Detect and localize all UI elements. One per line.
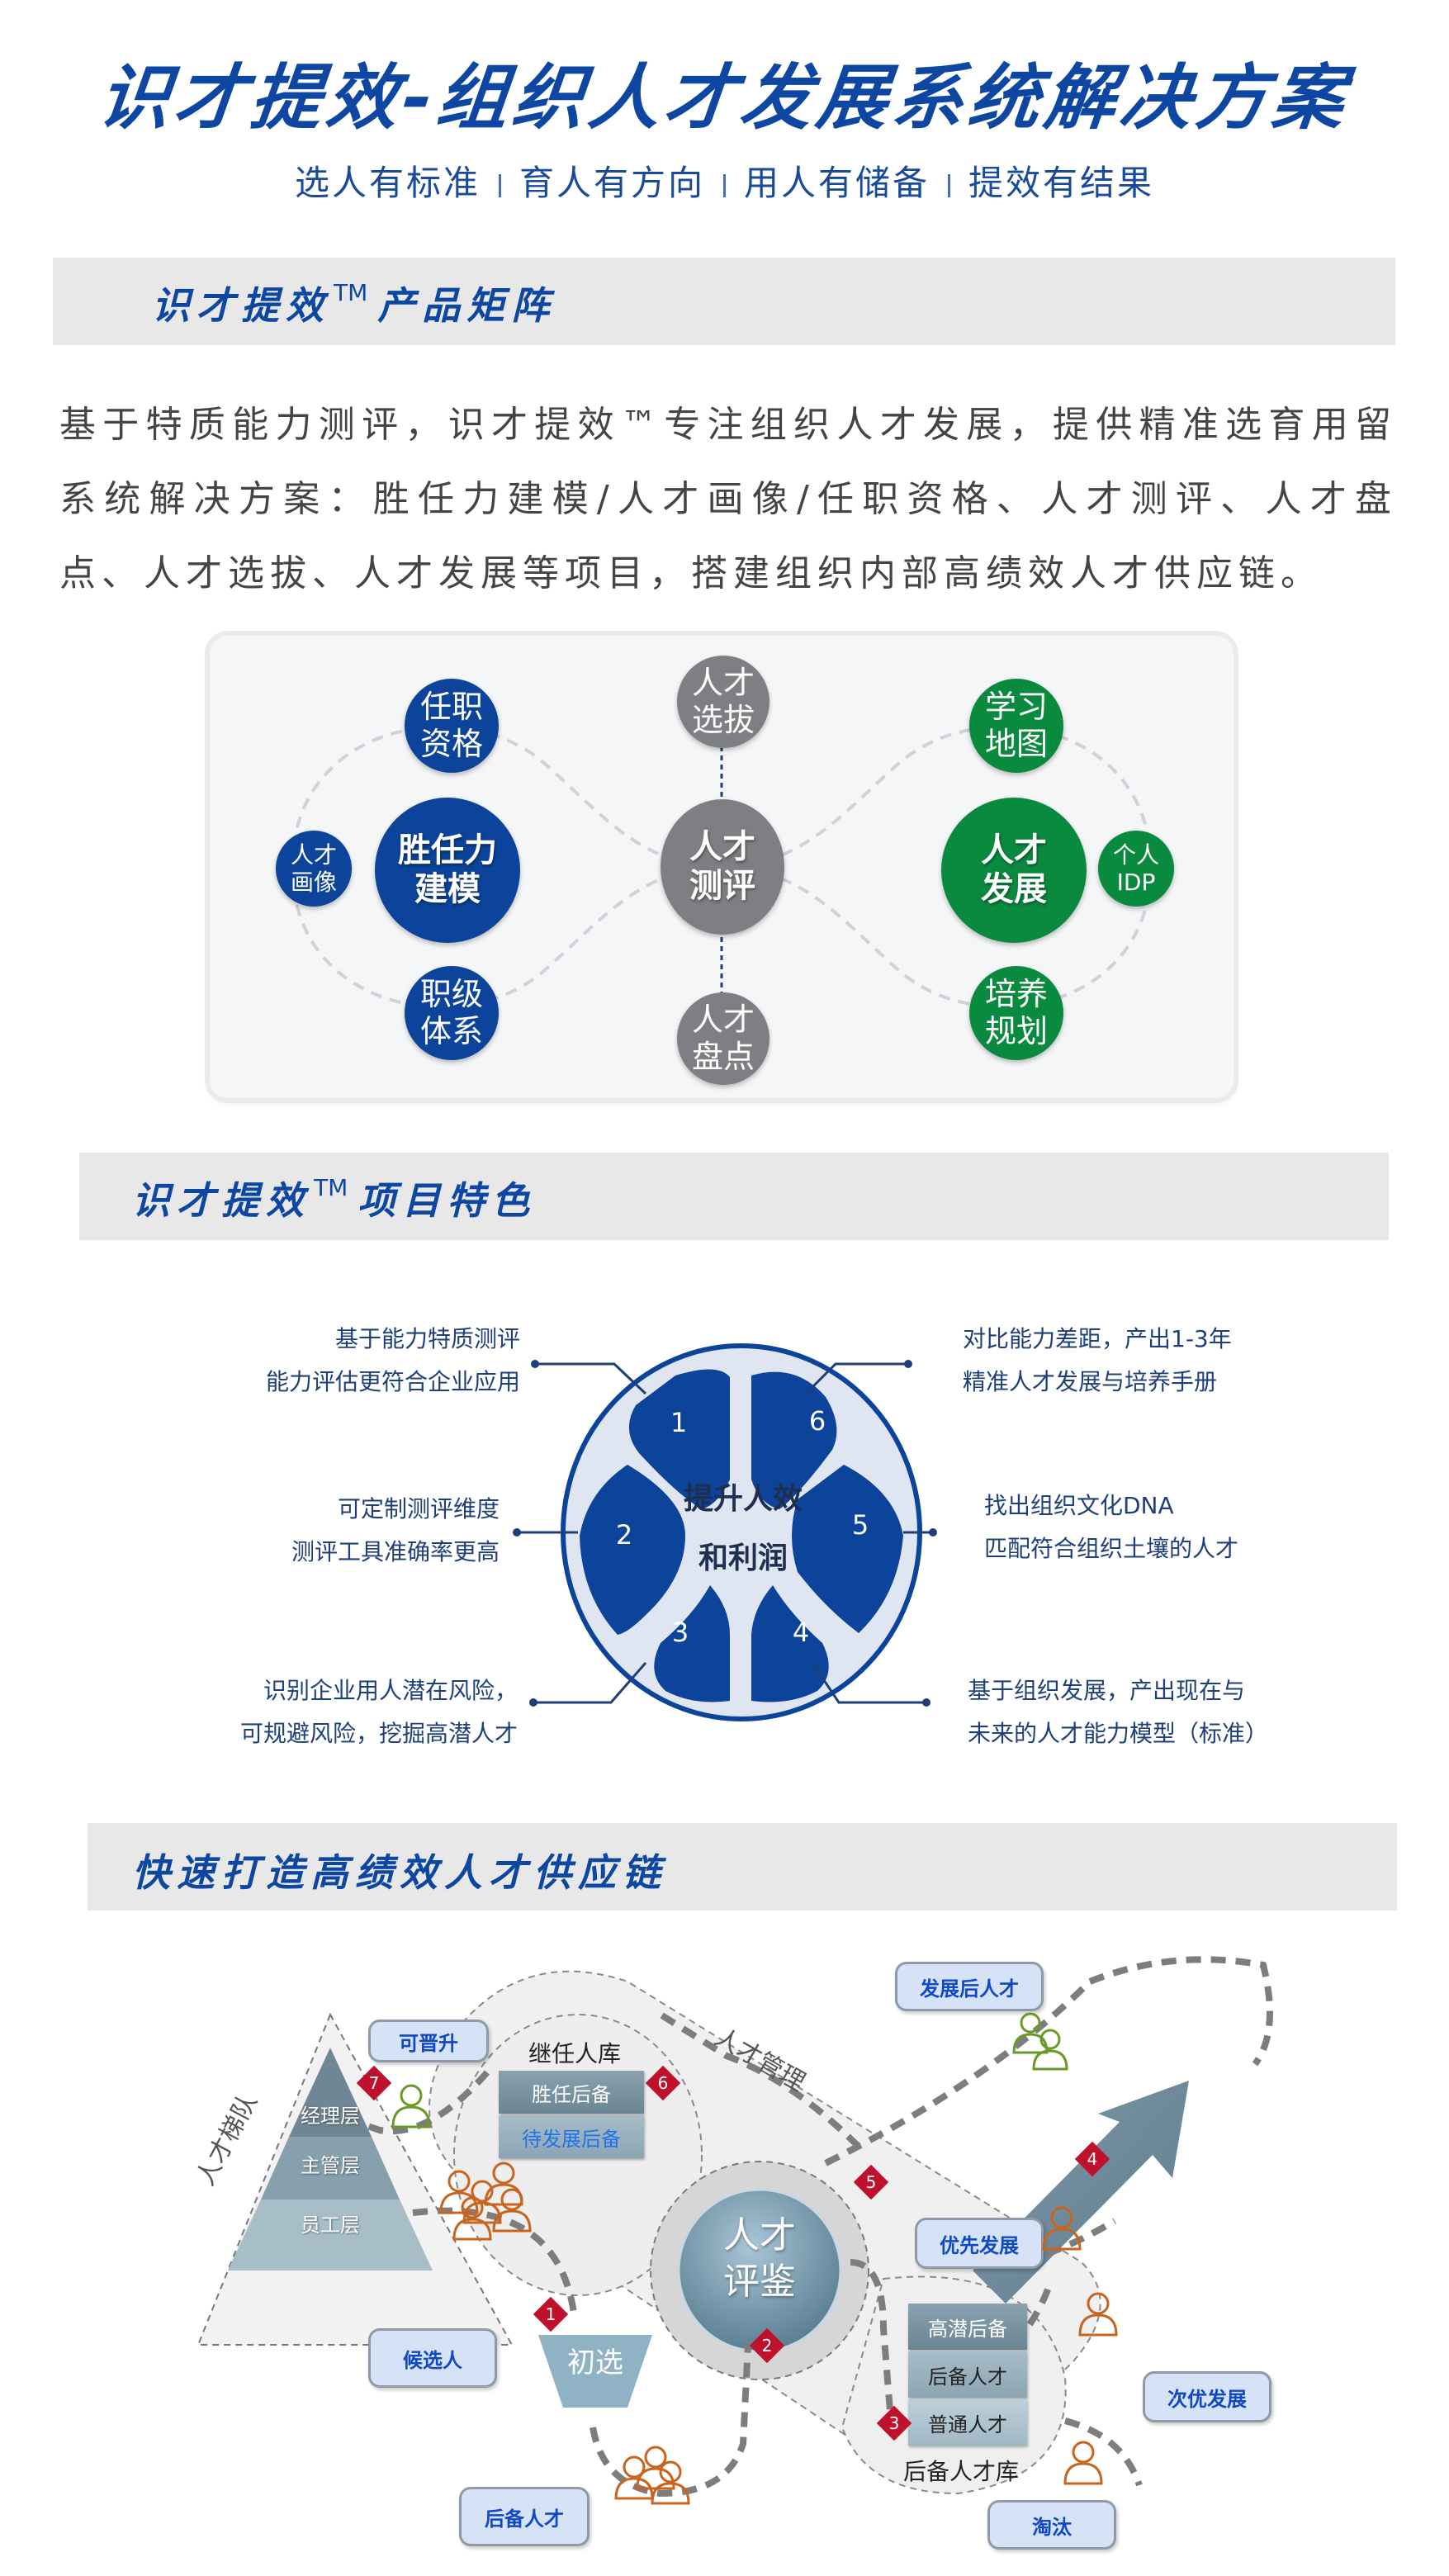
tagline-item: 提效有结果 (968, 163, 1155, 203)
pyramid-tier-supervisor: 主管层 (301, 2153, 360, 2177)
step-number: 5 (865, 2172, 877, 2192)
talent-appraisal-core-label: 人才 评鉴 (723, 2214, 796, 2303)
pyramid-tier-manager: 经理层 (301, 2104, 360, 2128)
page-title: 识才提效-组织人才发展系统解决方案 (94, 57, 1353, 140)
succession-row-developing: 待发展后备 (499, 2115, 644, 2158)
circle-label: 职级 体系 (419, 976, 483, 1049)
segment-number: 2 (616, 1519, 632, 1551)
section-header-supply-chain (88, 1823, 1397, 1911)
feature-item-6: 对比能力差距，产出1-3年 精准人才发展与培养手册 (963, 1318, 1232, 1404)
circle-label: 人才 选拔 (691, 665, 755, 738)
feature-item-2: 可定制测评维度 测评工具准确率更高 (291, 1488, 500, 1574)
reserve-pool-label: 后备人才库 (903, 2458, 1020, 2485)
step-number: 7 (368, 2073, 380, 2093)
product-matrix-diagram: 任职 资格 胜任力 建模 职级 体系 人才 画像 人才 选拔 人才 测评 人才 … (210, 636, 1234, 1098)
circle-training-plan: 培养 规划 (969, 966, 1063, 1060)
feature-wheel: 1 6 2 5 3 4 (513, 1343, 937, 1721)
reserve-row-regular: 普通人才 (908, 2399, 1027, 2446)
circle-label: 胜任力 建模 (398, 831, 497, 908)
circle-label: 人才 盘点 (691, 1002, 755, 1075)
feature-item-3: 识别企业用人潜在风险， 可规避风险，挖掘高潜人才 (240, 1669, 518, 1755)
feature-line: 精准人才发展与培养手册 (963, 1368, 1218, 1395)
succession-row-ready: 胜任后备 (499, 2071, 644, 2114)
reserve-row-reserve: 后备人才 (908, 2351, 1027, 2398)
circle-talent-development: 人才 发展 (941, 798, 1087, 943)
circle-talent-selection: 人才 选拔 (677, 656, 769, 748)
feature-line: 可定制测评维度 (337, 1495, 500, 1522)
step-number: 1 (545, 2304, 556, 2324)
circle-job-level-system: 职级 体系 (405, 966, 499, 1060)
intro-paragraph: 基于特质能力测评，识才提效™专注组织人才发展，提供精准选育用留系统解决方案：胜任… (59, 404, 1397, 594)
circle-personal-idp: 个人 IDP (1098, 831, 1174, 907)
circle-label: 培养 规划 (984, 976, 1048, 1049)
reserve-row-high-potential: 高潜后备 (908, 2304, 1027, 2350)
circle-label: 人才 画像 (290, 841, 337, 896)
bubble-reserve-talent: 后备人才 (459, 2487, 590, 2546)
tagline-separator (723, 173, 726, 197)
tagline-separator (948, 173, 951, 197)
title-suffix: 项目特色 (358, 1178, 537, 1223)
circle-talent-review: 人才 盘点 (677, 992, 769, 1085)
pyramid-tier-staff: 员工层 (301, 2213, 360, 2237)
circle-label: 任职 资格 (419, 689, 483, 762)
tagline-separator (498, 173, 501, 197)
trademark: TM (314, 1174, 348, 1201)
feature-line: 基于组织发展，产出现在与 (968, 1677, 1246, 1704)
feature-line: 匹配符合组织土壤的人才 (984, 1535, 1239, 1562)
circle-label: 人才 测评 (689, 827, 755, 905)
circle-learning-map: 学习 地图 (969, 679, 1063, 773)
wheel-center-line: 和利润 (698, 1541, 788, 1575)
segment-number: 1 (670, 1407, 687, 1438)
wheel-center-line: 提升人效 (683, 1482, 803, 1516)
step-number: 3 (888, 2413, 900, 2433)
feature-line: 可规避风险，挖掘高潜人才 (239, 1720, 518, 1747)
circle-label: 个人 IDP (1112, 841, 1159, 896)
circle-qualification: 任职 资格 (405, 679, 499, 773)
circle-label: 人才 发展 (981, 831, 1047, 908)
section-header-features (79, 1153, 1389, 1240)
tagline-item: 用人有储备 (744, 163, 930, 203)
circle-label: 学习 地图 (984, 689, 1048, 762)
bubble-candidate: 候选人 (368, 2328, 497, 2388)
tagline-item: 选人有标准 (294, 163, 481, 203)
bubble-secondary-development: 次优发展 (1143, 2371, 1271, 2422)
feature-item-1: 基于能力特质测评 能力评估更符合企业应用 (266, 1318, 520, 1404)
segment-number: 5 (852, 1509, 869, 1541)
feature-line: 对比能力差距，产出1-3年 (963, 1325, 1232, 1352)
circle-talent-assessment: 人才 测评 (661, 799, 784, 935)
circle-talent-profile: 人才 画像 (276, 831, 352, 907)
wheel-center-label: 提升人效 和利润 (652, 1470, 834, 1589)
step-number: 2 (761, 2336, 773, 2356)
succession-pool-label: 继任人库 (528, 2040, 622, 2067)
initial-screening-label: 初选 (567, 2346, 623, 2379)
step-number: 4 (1087, 2149, 1098, 2169)
section-title-supply-chain: 快速打造高绩效人才供应链 (132, 1850, 667, 1895)
segment-number: 3 (672, 1617, 689, 1648)
bubble-eliminate: 淘汰 (987, 2500, 1116, 2550)
segment-number: 6 (809, 1405, 826, 1437)
feature-line: 测评工具准确率更高 (291, 1538, 500, 1565)
feature-line: 能力评估更符合企业应用 (265, 1368, 520, 1395)
tagline: 选人有标准育人有方向用人有储备提效有结果 (0, 155, 1449, 206)
section-header-product-matrix (53, 258, 1395, 345)
circle-competency-modeling: 胜任力 建模 (375, 798, 520, 943)
bubble-promotable: 可晋升 (368, 2020, 489, 2062)
feature-line: 基于能力特质测评 (334, 1325, 520, 1352)
feature-line: 找出组织文化DNA (984, 1492, 1174, 1519)
bubble-developed-talent: 发展后人才 (895, 1962, 1044, 2011)
feature-item-5: 找出组织文化DNA 匹配符合组织土壤的人才 (984, 1485, 1238, 1570)
title-suffix: 产品矩阵 (377, 283, 556, 328)
bubble-priority-development: 优先发展 (915, 2218, 1044, 2269)
feature-item-4: 基于组织发展，产出现在与 未来的人才能力模型（标准） (968, 1669, 1268, 1755)
feature-line: 识别企业用人潜在风险， (263, 1677, 518, 1704)
title-prefix: 识才提效 (152, 283, 330, 328)
segment-number: 4 (793, 1617, 809, 1648)
tagline-item: 育人有方向 (519, 163, 705, 203)
feature-line: 未来的人才能力模型（标准） (968, 1720, 1269, 1747)
title-prefix: 识才提效 (132, 1178, 310, 1223)
trademark: TM (334, 279, 368, 306)
step-number: 6 (657, 2073, 669, 2093)
